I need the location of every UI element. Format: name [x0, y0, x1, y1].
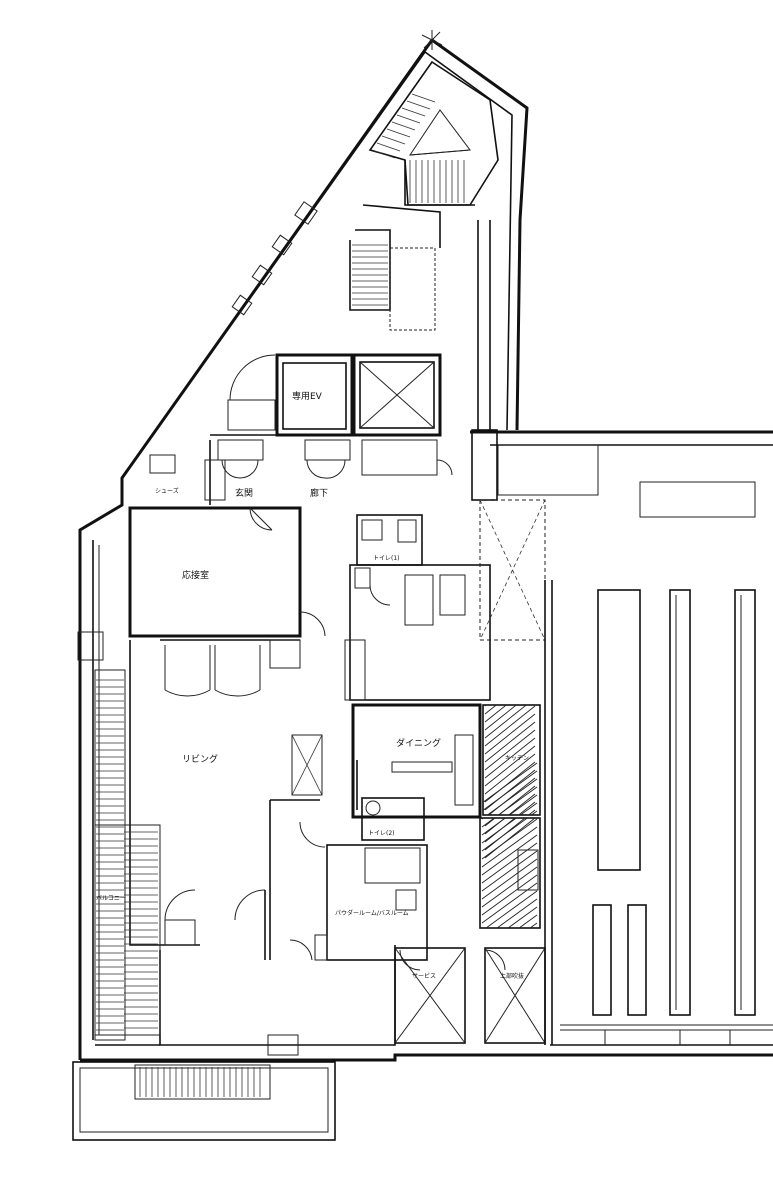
- line-mark: [484, 801, 536, 843]
- elevator-block: 専用EV: [227, 353, 442, 437]
- powder-bath: パウダールーム/バスルーム: [269, 799, 428, 961]
- line-mark: [484, 705, 536, 707]
- line-mark: [481, 794, 538, 836]
- balcony: バルコニー: [77, 631, 161, 1041]
- line-mark: [484, 769, 536, 811]
- right-wing: [544, 481, 773, 1045]
- line-mark: [484, 761, 536, 803]
- line-mark: [481, 834, 538, 876]
- line-mark: [484, 729, 536, 771]
- entrance-area: 玄関 廊下 シューズ: [155, 434, 453, 505]
- line-mark: [481, 866, 538, 908]
- line-mark: [481, 914, 538, 928]
- line-mark: [484, 705, 536, 731]
- line-mark: [481, 826, 538, 868]
- balcony-label: バルコニー: [96, 895, 126, 902]
- line-mark: [481, 770, 538, 812]
- line-mark: [371, 149, 396, 159]
- line-mark: [481, 890, 538, 928]
- line-mark: [481, 850, 538, 892]
- line-mark: [484, 713, 536, 755]
- line-mark: [484, 745, 536, 787]
- line-mark: [481, 898, 538, 928]
- living-room: リビング: [129, 639, 396, 1056]
- reception-room: 応接室: [128, 506, 326, 638]
- kitchen: キッチン: [479, 650, 541, 929]
- toilet2-label: トイレ(2): [368, 830, 395, 837]
- line-mark: [484, 777, 536, 819]
- line-mark: [406, 100, 431, 110]
- line-mark: [484, 809, 536, 851]
- reception-label: 応接室: [182, 569, 209, 581]
- wet-areas: トイレ(1): [344, 514, 491, 701]
- line-mark: [481, 810, 538, 852]
- line-mark: [484, 705, 536, 747]
- line-mark: [381, 135, 406, 145]
- line-mark: [484, 705, 536, 723]
- dining-room: ダイニング トイレ(2): [351, 703, 482, 841]
- closet-label: シューズ: [155, 487, 179, 495]
- line-mark: [481, 786, 538, 828]
- outer-walls: [78, 38, 773, 1062]
- central-shaft: [471, 220, 599, 641]
- line-mark: [481, 882, 538, 924]
- line-mark: [401, 107, 426, 117]
- line-mark: [485, 658, 535, 698]
- utility-areas: サービス 上部吹抜: [394, 947, 546, 1044]
- line-mark: [481, 858, 538, 900]
- compass-icon: [421, 30, 443, 50]
- hallway-label: 廊下: [310, 487, 328, 499]
- line-mark: [396, 114, 421, 124]
- line-mark: [411, 93, 436, 103]
- kitchen-label: キッチン: [505, 755, 529, 762]
- line-mark: [481, 818, 538, 860]
- entrance-label: 玄関: [235, 487, 253, 499]
- line-mark: [481, 762, 538, 804]
- line-mark: [484, 737, 536, 779]
- line-mark: [481, 874, 538, 916]
- utility1-label: サービス: [412, 972, 436, 980]
- line-mark: [484, 793, 536, 835]
- living-label: リビング: [182, 753, 218, 765]
- dining-label: ダイニング: [396, 737, 441, 749]
- line-mark: [386, 128, 411, 138]
- diagonal-wall-details: [149, 201, 318, 501]
- line-mark: [481, 802, 538, 844]
- line-mark: [391, 121, 416, 131]
- stairs-middle: [349, 229, 436, 331]
- line-mark: [484, 817, 536, 859]
- line-mark: [481, 842, 538, 884]
- stairs-top: [362, 60, 499, 248]
- elevator-label: 専用EV: [292, 390, 323, 402]
- line-mark: [484, 705, 536, 715]
- line-mark: [484, 721, 536, 763]
- bottom-balcony: [72, 1061, 336, 1141]
- line-mark: [481, 906, 538, 928]
- line-mark: [484, 705, 536, 739]
- line-mark: [481, 778, 538, 820]
- line-mark: [485, 650, 535, 690]
- line-mark: [484, 753, 536, 795]
- toilet1-label: トイレ(1): [373, 555, 400, 562]
- line-mark: [484, 785, 536, 827]
- powder-label: パウダールーム/バスルーム: [335, 909, 409, 917]
- utility2-label: 上部吹抜: [500, 972, 524, 980]
- line-mark: [376, 142, 401, 152]
